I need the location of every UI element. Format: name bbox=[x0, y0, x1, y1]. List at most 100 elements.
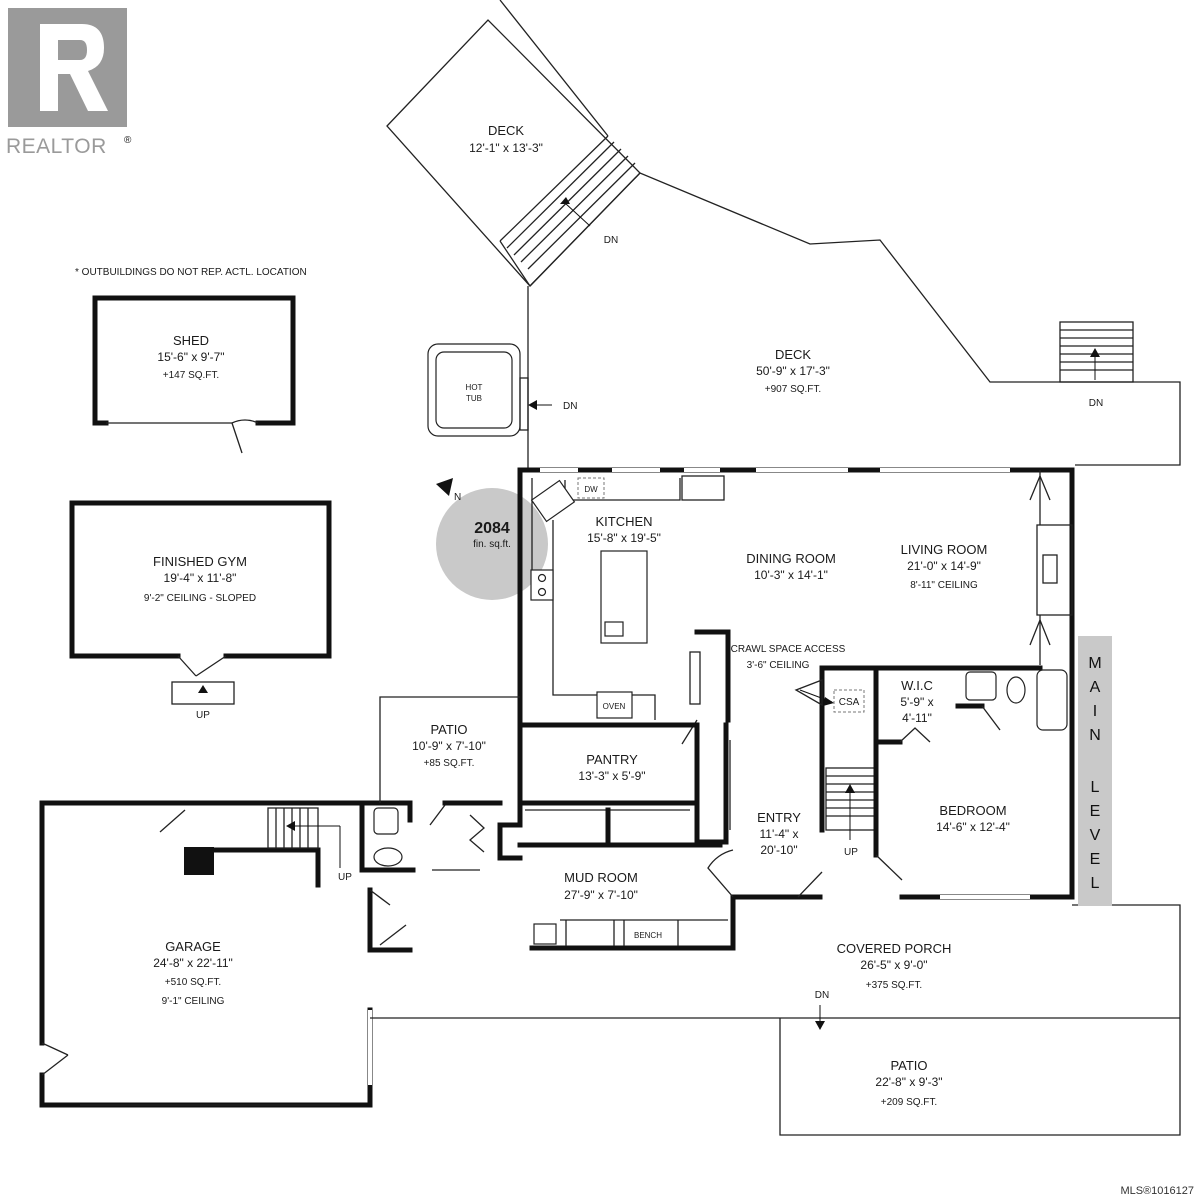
crawl-name: CRAWL SPACE ACCESS bbox=[731, 644, 846, 655]
dining-name: DINING ROOM bbox=[746, 551, 836, 566]
level-letter: L bbox=[1091, 779, 1100, 796]
entry-stairs-icon bbox=[825, 767, 877, 831]
compass-label: N bbox=[454, 492, 461, 503]
deck-main-name: DECK bbox=[775, 347, 811, 362]
hot-tub: HOT TUB bbox=[427, 343, 521, 437]
mudroom-sink-icon bbox=[533, 923, 557, 945]
living-ceiling: 8'-11" CEILING bbox=[910, 580, 978, 591]
garage-up-label: UP bbox=[338, 872, 352, 883]
deck-main bbox=[527, 172, 1181, 470]
shed-area: +147 SQ.FT. bbox=[163, 370, 219, 381]
patio-door-icon bbox=[429, 804, 446, 826]
deck-main-stairs-icon bbox=[1059, 321, 1134, 383]
garage-dims: 24'-8" x 22'-11" bbox=[153, 956, 233, 970]
main-house: DW OVEN BENCH bbox=[445, 467, 1075, 951]
mudroom-west-door-icon bbox=[379, 924, 407, 946]
powder-toilet-icon bbox=[373, 847, 403, 867]
cooktop-burner-2 bbox=[537, 587, 547, 597]
garage-house-door-icon bbox=[369, 889, 391, 906]
garage-area: +510 SQ.FT. bbox=[165, 977, 221, 988]
porch-area: +375 SQ.FT. bbox=[866, 980, 922, 991]
hot-tub-label-line1: HOT bbox=[466, 383, 483, 392]
bedroom-dims: 14'-6" x 12'-4" bbox=[936, 820, 1010, 834]
gym-door-icon bbox=[177, 655, 227, 677]
mudroom-name: MUD ROOM bbox=[564, 870, 638, 885]
gym-walls bbox=[69, 500, 332, 659]
gym-ceiling: 9'-2" CEILING - SLOPED bbox=[144, 593, 256, 604]
gym-name: FINISHED GYM bbox=[153, 554, 247, 569]
kitchen-sink-icon bbox=[530, 479, 576, 523]
cooktop-burner-1 bbox=[537, 573, 547, 583]
fireplace-hearth bbox=[1042, 554, 1058, 584]
shed-dims: 15'-6" x 9'-7" bbox=[157, 350, 224, 364]
garage-stair-treads bbox=[275, 808, 309, 848]
entry-up-label: UP bbox=[844, 847, 858, 858]
kitchen-fridge bbox=[689, 651, 701, 705]
wic-door-icon bbox=[899, 727, 931, 743]
shed-walls bbox=[92, 295, 296, 426]
garage-stair-arrow-icon bbox=[286, 821, 295, 831]
mls-number: MLS®1016127 bbox=[1120, 1185, 1194, 1197]
realtor-wordmark: REALTOR bbox=[6, 135, 107, 158]
csa-hatch bbox=[794, 679, 823, 707]
ensuite-sink-icon bbox=[965, 671, 997, 701]
garage bbox=[39, 800, 413, 1108]
hot-tub-inner bbox=[435, 351, 513, 429]
hot-tub-dn-label: DN bbox=[563, 401, 577, 412]
level-letter: L bbox=[1091, 875, 1100, 892]
porch-name: COVERED PORCH bbox=[837, 941, 952, 956]
bedroom-name: BEDROOM bbox=[939, 803, 1006, 818]
pantry-dims: 13'-3" x 5'-9" bbox=[578, 769, 645, 783]
bench-label: BENCH bbox=[634, 931, 662, 940]
pantry-name: PANTRY bbox=[586, 752, 638, 767]
living-dims: 21'-0" x 14'-9" bbox=[907, 559, 981, 573]
hot-tub-arrow-icon bbox=[528, 400, 537, 410]
patio-upper-area: +85 SQ.FT. bbox=[424, 758, 475, 769]
wic-dims-a: 5'-9" x bbox=[900, 695, 933, 709]
mudroom-dims: 27'-9" x 7'-10" bbox=[564, 888, 638, 902]
powder-room bbox=[359, 800, 503, 873]
garage-south-walls bbox=[39, 1007, 373, 1108]
kitchen-counter-north-end bbox=[681, 475, 725, 501]
deck-upper-arrow-line bbox=[564, 202, 591, 227]
garage-post bbox=[184, 847, 214, 875]
level-banner bbox=[1078, 636, 1112, 906]
patio-lower-dims: 22'-8" x 9'-3" bbox=[875, 1075, 942, 1089]
kitchen-dims: 15'-8" x 19'-5" bbox=[587, 531, 661, 545]
shed-name: SHED bbox=[173, 333, 209, 348]
realtor-logo-r-icon bbox=[40, 24, 108, 111]
garage-ceiling: 9'-1" CEILING bbox=[162, 996, 225, 1007]
ensuite-toilet-icon bbox=[1006, 676, 1026, 704]
fireplace bbox=[1036, 524, 1073, 616]
wic-name: W.I.C bbox=[901, 678, 933, 693]
porch-dn-label: DN bbox=[815, 990, 829, 1001]
entry-name: ENTRY bbox=[757, 810, 801, 825]
deck-main-outline bbox=[529, 172, 1181, 466]
kitchen-east-wall bbox=[694, 629, 731, 723]
closet-bifold-icon bbox=[469, 814, 485, 853]
garage-side-door-icon bbox=[41, 1042, 69, 1076]
deck-upper-stairs-icon bbox=[499, 0, 636, 287]
entry-stair-arrow-icon bbox=[845, 784, 855, 793]
deck-upper-dn-label: DN bbox=[604, 235, 618, 246]
oven-box bbox=[596, 691, 633, 719]
porch-east-edge bbox=[1072, 904, 1181, 1018]
total-area-value: 2084 bbox=[474, 520, 510, 537]
living-name: LIVING ROOM bbox=[901, 542, 988, 557]
porch-dims: 26'-5" x 9'-0" bbox=[860, 958, 927, 972]
gym-dims: 19'-4" x 11'-8" bbox=[164, 571, 237, 585]
csa-label: CSA bbox=[839, 697, 860, 708]
wic-dims-b: 4'-11" bbox=[902, 711, 932, 725]
level-letter: E bbox=[1090, 851, 1101, 868]
entry-stair-treads bbox=[826, 775, 876, 817]
ensuite-tub-icon bbox=[1036, 669, 1068, 731]
finished-gym bbox=[69, 500, 332, 705]
compass-north-icon bbox=[436, 478, 453, 496]
patio-lower-area: +209 SQ.FT. bbox=[881, 1097, 937, 1108]
cooktop-icon bbox=[530, 569, 554, 601]
bedroom-door-icon bbox=[875, 854, 903, 881]
realtor-logo: REALTOR ® bbox=[6, 8, 132, 158]
gym-step-arrow-icon bbox=[198, 685, 208, 693]
dishwasher-box bbox=[577, 477, 605, 499]
